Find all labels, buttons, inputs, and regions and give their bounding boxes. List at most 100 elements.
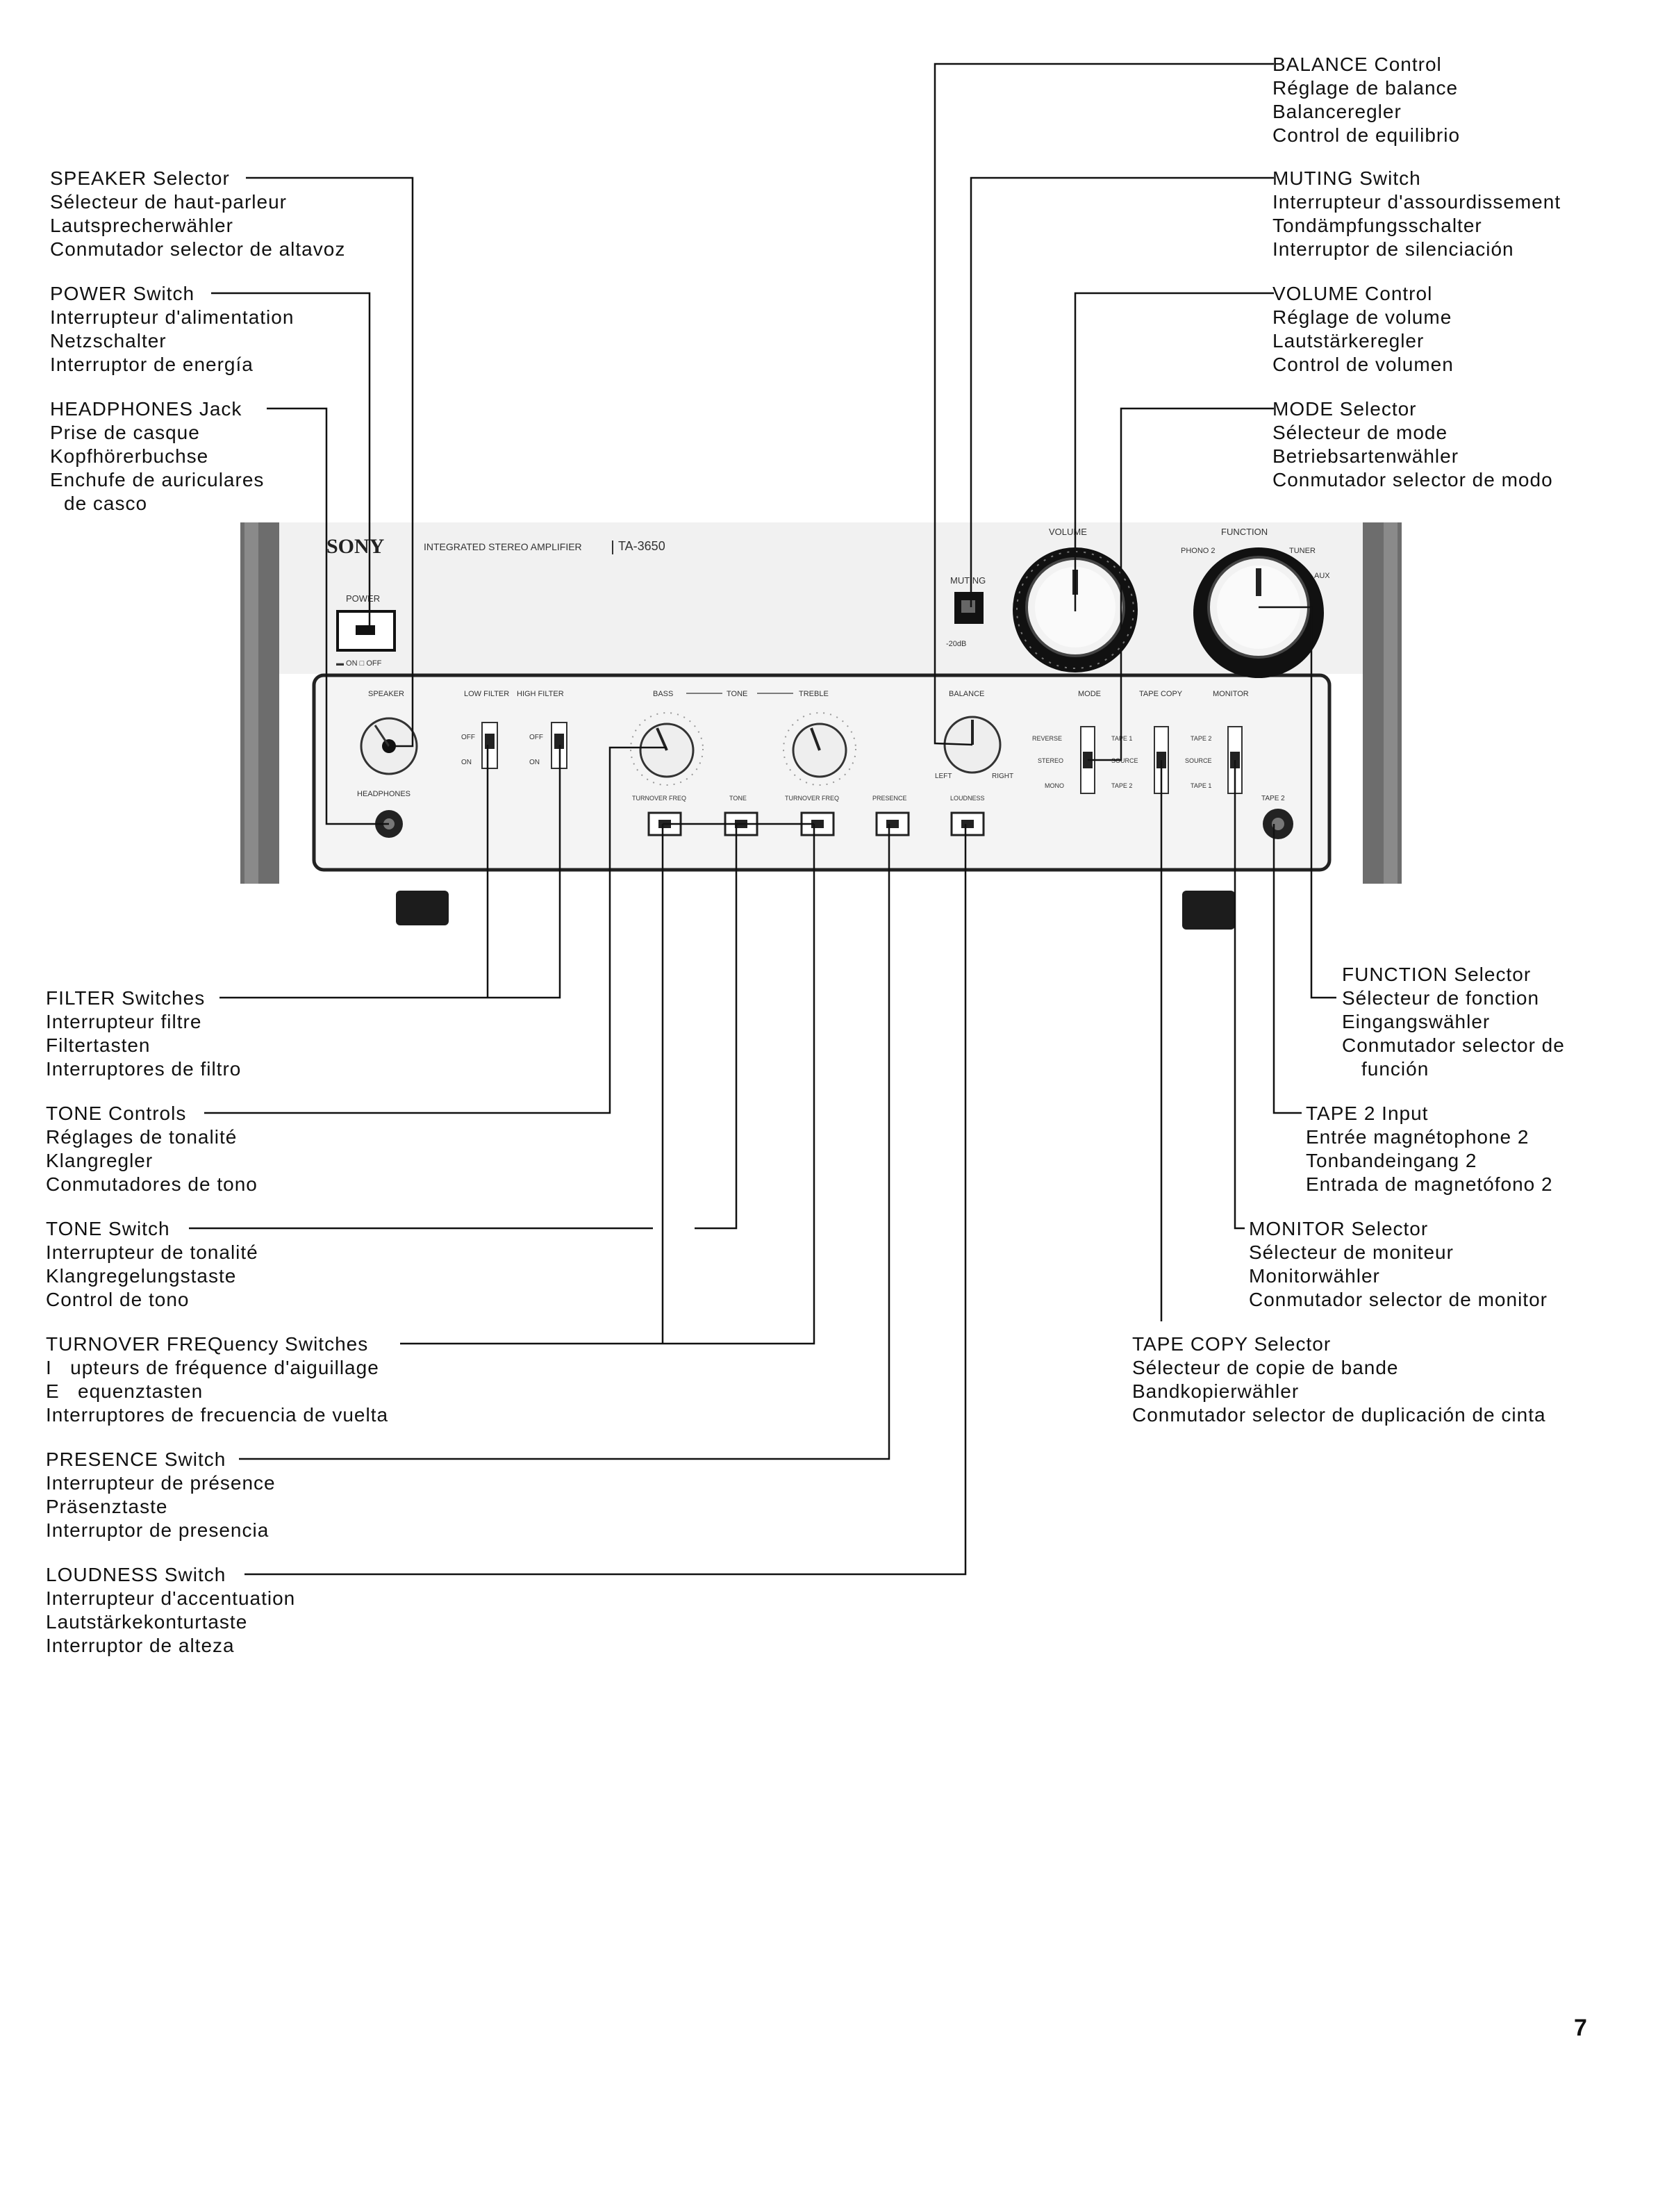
power-state-label: ▬ ON □ OFF	[336, 659, 382, 668]
monitor-panel-label: MONITOR	[1213, 690, 1249, 698]
leader-muting	[970, 176, 1274, 607]
power-label-group: POWER Switch Interrupteur d'alimentation…	[50, 282, 294, 377]
tape2-fr: Entrée magnétophone 2	[1306, 1126, 1529, 1148]
filter-label-group: FILTER Switches Interrupteur filtre Filt…	[46, 987, 241, 1081]
tape2-title: TAPE 2 Input	[1306, 1103, 1429, 1124]
filter-es: Interruptores de filtro	[46, 1058, 242, 1080]
presence-button-label: PRESENCE	[872, 795, 907, 802]
low-filter-label: LOW FILTER	[464, 690, 509, 698]
off-label-2: OFF	[529, 734, 543, 741]
left-foot	[396, 891, 449, 925]
loudness-fr: Interrupteur d'accentuation	[46, 1587, 296, 1609]
filter-title: FILTER Switches	[46, 987, 206, 1009]
leader-balance	[934, 63, 1274, 746]
filter-fr: Interrupteur filtre	[46, 1011, 202, 1032]
balance-title: BALANCE Control	[1272, 53, 1442, 75]
monitor-es: Conmutador selector de monitor	[1249, 1289, 1548, 1310]
on-label-1: ON	[461, 759, 472, 766]
muting-db-label: -20dB	[946, 640, 966, 648]
tone-controls-label-group: TONE Controls Réglages de tonalité Klang…	[46, 1102, 258, 1196]
headphones-title: HEADPHONES Jack	[50, 398, 242, 420]
leader-tape2	[1272, 824, 1302, 1114]
power-label: POWER	[346, 593, 380, 604]
leader-monitor	[1234, 760, 1245, 1230]
leader-power	[211, 292, 371, 632]
reverse-label: REVERSE	[1032, 735, 1062, 742]
tape-copy-fr: Sélecteur de copie de bande	[1132, 1357, 1399, 1378]
leader-loudness	[244, 824, 967, 1576]
function-de: Eingangswähler	[1342, 1011, 1491, 1032]
monitor-tape1-label: TAPE 1	[1191, 782, 1211, 789]
muting-es: Interruptor de silenciación	[1272, 238, 1514, 260]
balance-es: Control de equilibrio	[1272, 124, 1461, 146]
monitor-de: Monitorwähler	[1249, 1265, 1380, 1287]
leader-function	[1259, 606, 1336, 999]
muting-label-group: MUTING Switch Interrupteur d'assourdisse…	[1272, 167, 1561, 261]
turnover-title: TURNOVER FREQuency Switches	[46, 1333, 369, 1355]
headphones-es: Enchufe de auriculares	[50, 469, 265, 490]
brand-logo: SONY	[326, 535, 385, 558]
mono-label: MONO	[1045, 782, 1064, 789]
model-number: TA-3650	[618, 539, 665, 553]
tone-controls-de: Klangregler	[46, 1150, 154, 1171]
tone-controls-es: Conmutadores de tono	[46, 1173, 258, 1195]
loudness-label-group: LOUDNESS Switch Interrupteur d'accentuat…	[46, 1563, 295, 1658]
mode-fr: Sélecteur de mode	[1272, 422, 1448, 443]
mode-es: Conmutador selector de modo	[1272, 469, 1553, 490]
on-label-2: ON	[529, 759, 540, 766]
power-de: Netzschalter	[50, 330, 167, 352]
muting-de: Tondämpfungsschalter	[1272, 215, 1482, 236]
tape2-label-group: TAPE 2 Input Entrée magnétophone 2 Tonba…	[1306, 1102, 1553, 1196]
tape-copy-label-group: TAPE COPY Selector Sélecteur de copie de…	[1132, 1332, 1546, 1427]
turnover-es: Interruptores de frecuencia de vuelta	[46, 1404, 389, 1426]
function-title: FUNCTION Selector	[1342, 964, 1532, 985]
tape-copy-de: Bandkopierwähler	[1132, 1380, 1300, 1402]
turnover-freq-label-2: TURNOVER FREQ	[785, 795, 839, 802]
leader-tone-controls	[204, 746, 667, 1114]
volume-label-group: VOLUME Control Réglage de volume Lautstä…	[1272, 282, 1454, 377]
leader-turnover	[400, 824, 815, 1345]
leader-filter	[219, 745, 561, 999]
leader-speaker	[246, 176, 414, 748]
muting-fr: Interrupteur d'assourdissement	[1272, 191, 1561, 213]
speaker-es: Conmutador selector de altavoz	[50, 238, 346, 260]
monitor-tape2-label: TAPE 2	[1191, 735, 1211, 742]
function-es: Conmutador selector de	[1342, 1034, 1565, 1056]
balance-de: Balanceregler	[1272, 101, 1402, 122]
aux-label: AUX	[1314, 572, 1330, 580]
tone-panel-label: TONE	[727, 690, 747, 698]
turnover-label-group: TURNOVER FREQuency Switches I upteurs de…	[46, 1332, 388, 1427]
function-label: FUNCTION	[1221, 527, 1268, 537]
turnover-de: E equenztasten	[46, 1380, 204, 1402]
tape-copy-title: TAPE COPY Selector	[1132, 1333, 1332, 1355]
monitor-title: MONITOR Selector	[1249, 1218, 1429, 1239]
presence-fr: Interrupteur de présence	[46, 1472, 276, 1494]
power-es: Interruptor de energía	[50, 354, 254, 375]
tape-copy-panel-label: TAPE COPY	[1139, 690, 1183, 698]
tuner-label: TUNER	[1289, 547, 1316, 555]
phono2-label: PHONO 2	[1181, 547, 1216, 555]
tone-controls-title: TONE Controls	[46, 1103, 187, 1124]
leader-mode	[1088, 407, 1274, 761]
volume-title: VOLUME Control	[1272, 283, 1433, 304]
high-filter-label: HIGH FILTER	[517, 690, 564, 698]
mode-de: Betriebsartenwähler	[1272, 445, 1459, 467]
tape2-jack-label: TAPE 2	[1261, 795, 1285, 802]
speaker-de: Lautsprecherwähler	[50, 215, 233, 236]
tape-copy-source-label: SOURCE	[1111, 757, 1138, 764]
power-fr: Interrupteur d'alimentation	[50, 306, 295, 328]
monitor-fr: Sélecteur de moniteur	[1249, 1241, 1454, 1263]
presence-label-group: PRESENCE Switch Interrupteur de présence…	[46, 1448, 276, 1542]
tape-copy-tape2-label: TAPE 2	[1111, 782, 1132, 789]
headphones-es-cont: de casco	[64, 493, 148, 514]
leader-presence	[239, 824, 890, 1460]
leader-headphones	[267, 407, 389, 825]
tone-controls-fr: Réglages de tonalité	[46, 1126, 238, 1148]
headphones-label-group: HEADPHONES Jack Prise de casque Kopfhöre…	[50, 397, 264, 515]
headphones-fr: Prise de casque	[50, 422, 200, 443]
balance-fr: Réglage de balance	[1272, 77, 1459, 99]
tone-switch-fr: Interrupteur de tonalité	[46, 1241, 258, 1263]
page-number: 7	[1574, 2015, 1587, 2041]
